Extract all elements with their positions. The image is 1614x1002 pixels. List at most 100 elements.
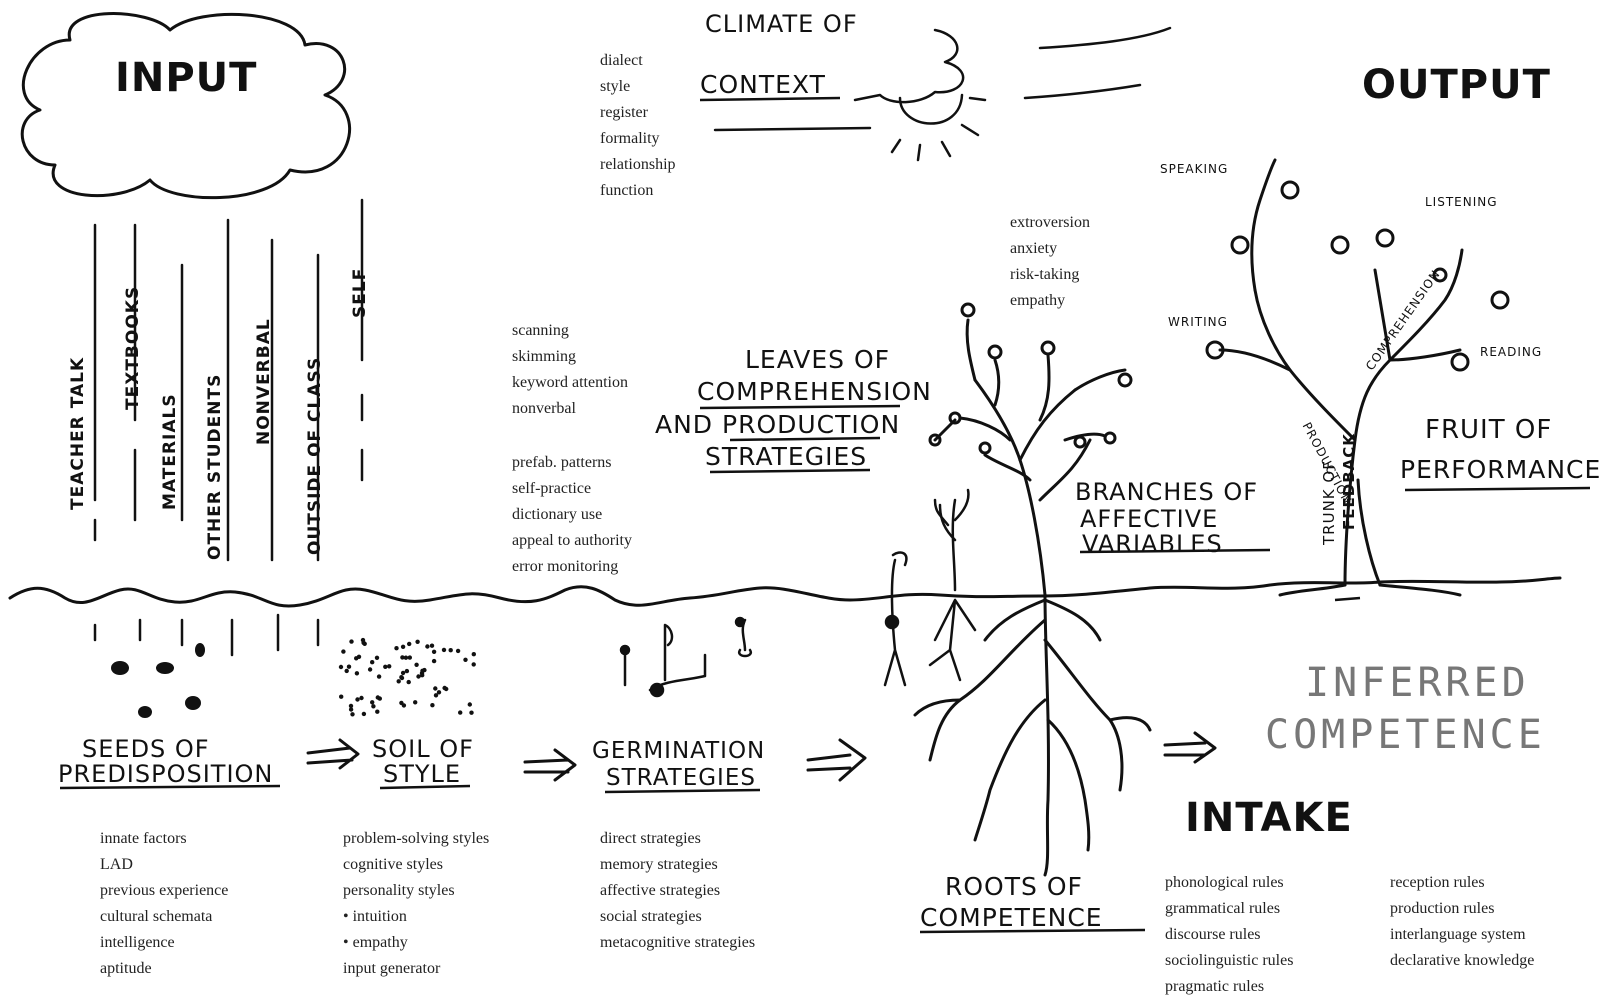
soil-dot [416,674,421,679]
soil-dot [399,675,404,680]
inferred-label-1: INFERRED [1305,660,1530,706]
list-item: grammatical rules [1165,900,1281,917]
leaves-label-4: STRATEGIES [705,442,868,471]
soil-dot [455,648,461,654]
list-item: innate factors [100,830,187,847]
soil-dot [375,695,380,700]
soil-dot [431,658,437,664]
soil-dot [467,702,472,707]
soil-dot [387,664,392,669]
leaves-label-1: LEAVES OF [745,345,890,374]
soil-dot [355,697,360,702]
soil-dot [354,671,360,676]
trunk-label-2: FEEDBACK [1340,433,1358,530]
speaking-label: SPEAKING [1160,162,1229,176]
soil-dot [376,674,382,679]
list-item: keyword attention [512,374,628,391]
input-label: INPUT [115,55,258,101]
list-item: function [600,182,654,199]
list-item: interlanguage system [1390,926,1526,943]
list-item: register [600,104,648,121]
trunk-label-1: TRUNK OF [1320,460,1338,545]
fruit-label-1: FRUIT OF [1425,415,1553,445]
reading-label: READING [1480,345,1543,359]
list-item: relationship [600,156,676,173]
soil-dot [463,657,468,662]
list-item: anxiety [1010,240,1058,257]
writing-label: WRITING [1168,315,1228,329]
list-item: • empathy [343,934,408,951]
output-tree [1205,158,1510,597]
soil-dot [367,667,373,672]
soil-dot [403,655,409,660]
roots-label-2: COMPETENCE [920,903,1103,932]
context-label: CONTEXT [700,70,826,99]
list-item: production rules [1390,900,1495,917]
list-item: cultural schemata [100,908,213,925]
list-item: aptitude [100,960,152,977]
sun-cloud-drawing [713,26,1172,162]
soil-dot [394,646,399,651]
stage-arrows [306,731,1217,782]
input-cloud [20,12,351,200]
young-plant [928,488,977,682]
soil-dot [471,652,476,657]
inferred-label-2: COMPETENCE [1265,712,1546,758]
list-item: memory strategies [600,856,718,873]
soil-dot [348,707,354,712]
soil-dot [441,647,447,653]
roots-drawing [913,593,1152,877]
list-item: cognitive styles [343,856,443,873]
soil-dot [375,709,380,714]
soil-label-2: STYLE [383,760,462,788]
list-item: personality styles [343,882,455,899]
branches-label-1: BRANCHES OF [1075,478,1259,506]
roots-label-1: ROOTS OF [945,872,1083,901]
list-item: input generator [343,960,441,977]
soil-dot [396,679,401,684]
germination-sprouts [619,616,753,698]
small-sprout [883,551,908,687]
list-item: dictionary use [512,506,603,523]
soil-dot [433,686,438,691]
soil-dot [344,668,349,674]
soil-dot [414,662,419,667]
list-item: dialect [600,52,643,69]
soil-dot [425,644,430,649]
soil-dot [339,694,344,699]
branches-label-2: AFFECTIVE [1080,505,1219,533]
soil-dot [338,664,344,670]
list-item: LAD [100,856,133,873]
list-item: discourse rules [1165,926,1261,943]
soil-dot [346,664,352,669]
input-source-textbooks: TEXTBOOKS [123,285,143,410]
seeds-label-2: PREDISPOSITION [58,760,274,788]
soil-dot [413,700,418,705]
soil-dot [420,673,425,678]
leaves-label-2: COMPREHENSION [697,377,932,406]
soil-dot [429,643,435,648]
soil-dot [436,690,442,695]
list-item: previous experience [100,882,229,899]
list-item: appeal to authority [512,532,632,549]
soil-dot [458,710,463,715]
list-item: metacognitive strategies [600,934,756,951]
soil-dot [404,668,410,674]
list-item: • intuition [343,908,407,925]
branches-label-3: VARIABLES [1082,530,1223,558]
soil-dot [400,644,406,649]
soil-dot [360,637,366,643]
soil-dot [401,703,407,708]
soil-dot [407,655,412,660]
list-item: scanning [512,322,569,339]
list-item: social strategies [600,908,702,925]
list-item: reception rules [1390,874,1485,891]
soil-dot [356,654,362,659]
input-source-nonverbal: NONVERBAL [254,318,274,445]
